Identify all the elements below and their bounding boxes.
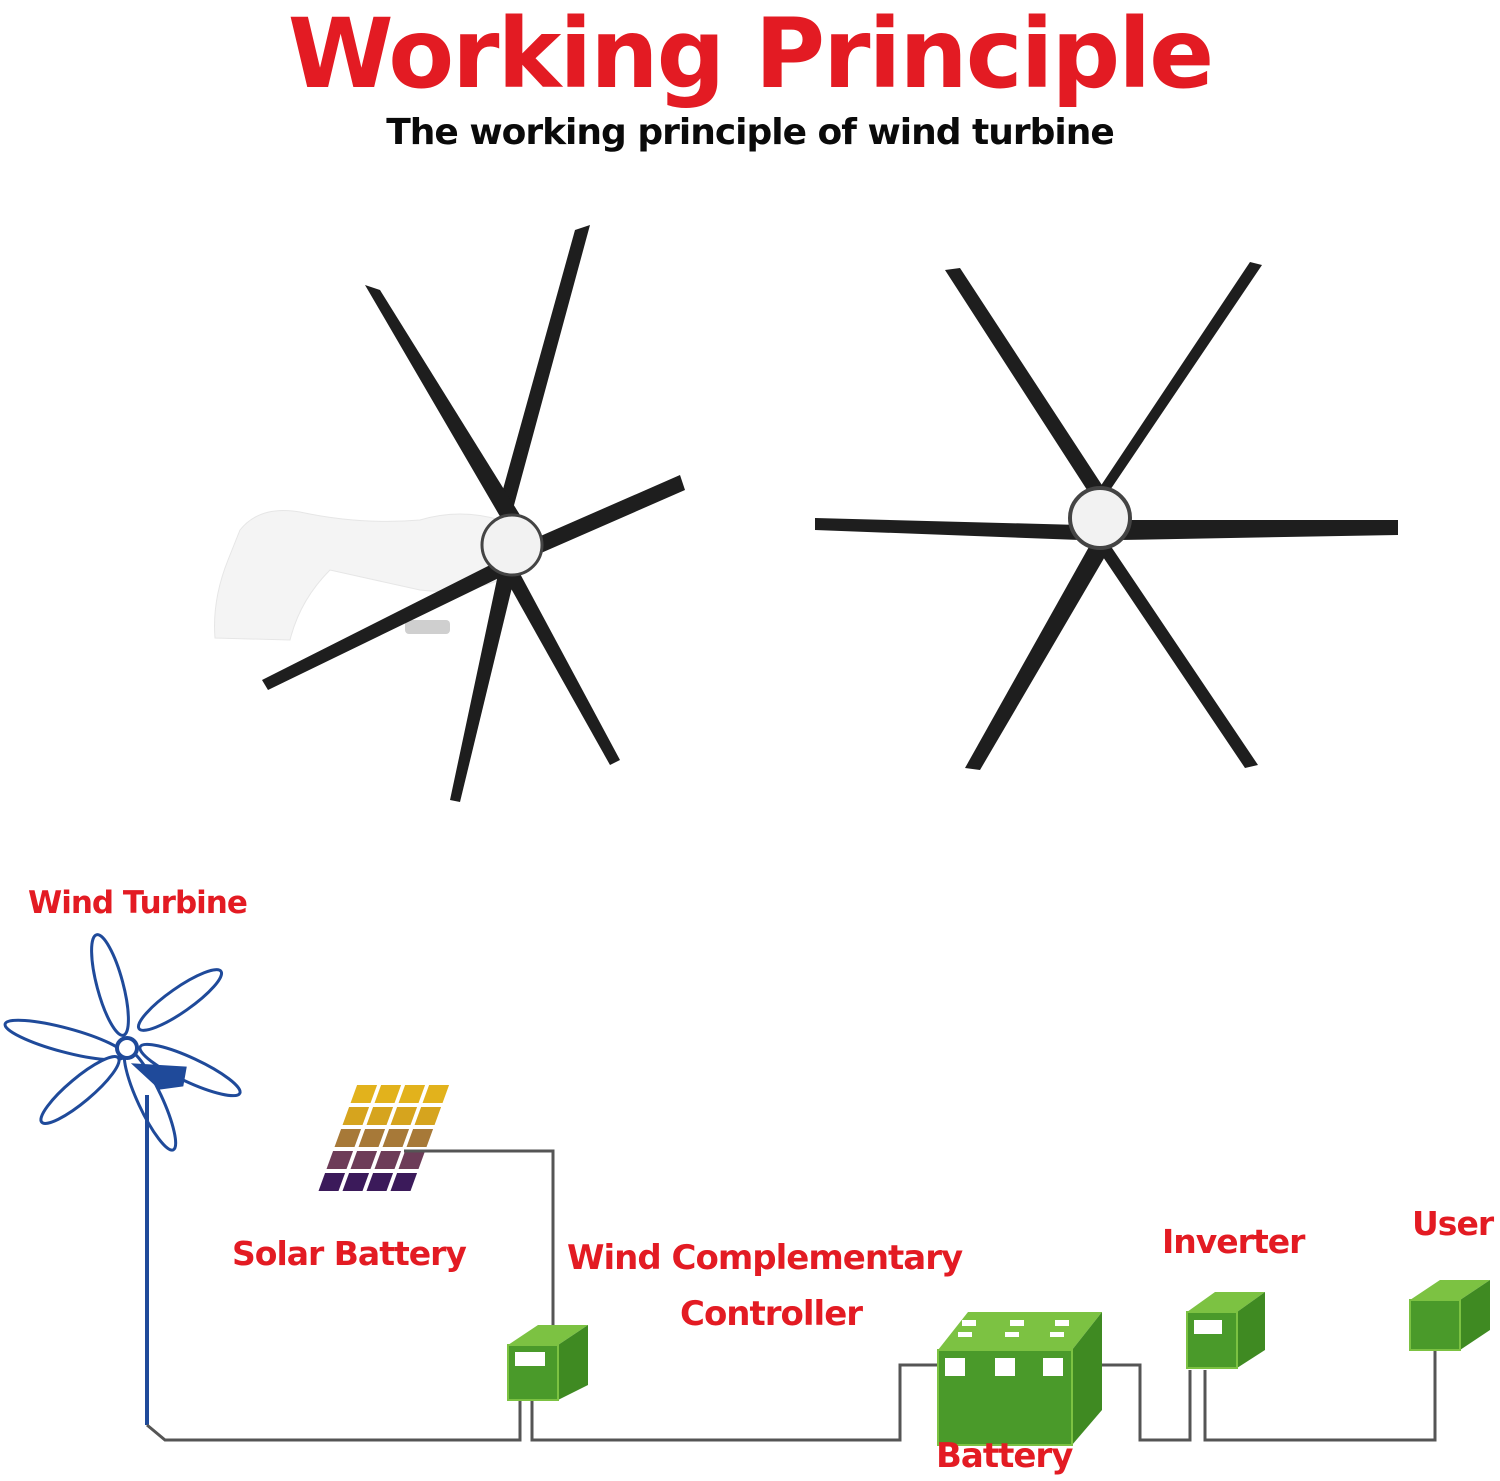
wind-turbine-icon bbox=[3, 933, 242, 1425]
solar-panel-icon bbox=[318, 1085, 450, 1191]
wiring bbox=[146, 1149, 1437, 1442]
page-title: Working Principle bbox=[287, 0, 1215, 110]
page-subtitle: The working principle of wind turbine bbox=[386, 112, 1115, 153]
label-inverter: Inverter bbox=[1162, 1222, 1305, 1261]
user-box-icon bbox=[1409, 1280, 1490, 1351]
controller-box-icon bbox=[507, 1325, 588, 1401]
inverter-box-icon bbox=[1186, 1292, 1265, 1369]
turbine-front-view-image bbox=[815, 262, 1398, 770]
label-wind-turbine: Wind Turbine bbox=[28, 885, 248, 921]
label-user: User bbox=[1412, 1204, 1494, 1243]
label-battery: Battery bbox=[936, 1436, 1073, 1476]
battery-box-icon bbox=[937, 1312, 1102, 1446]
label-controller-line1: Wind Complementary bbox=[567, 1238, 963, 1278]
turbine-side-view-image bbox=[214, 225, 685, 802]
label-controller-line2: Controller bbox=[680, 1294, 863, 1334]
label-solar-battery: Solar Battery bbox=[232, 1234, 467, 1273]
